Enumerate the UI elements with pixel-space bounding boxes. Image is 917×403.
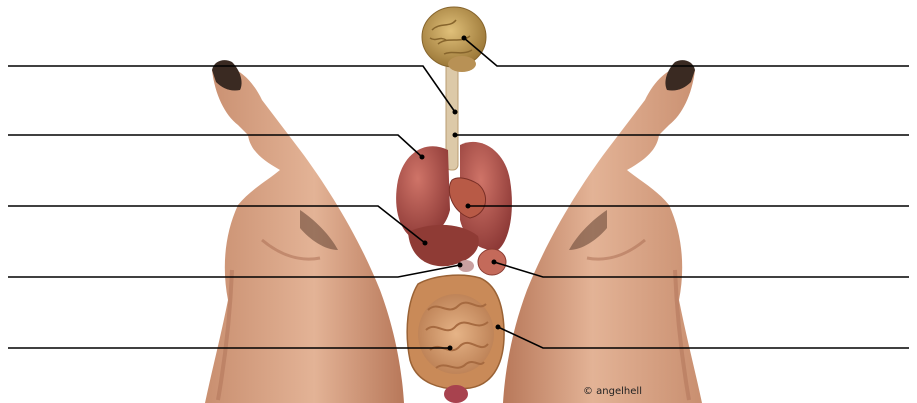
left-torso xyxy=(205,67,404,403)
dot-heart xyxy=(466,204,471,209)
dot-stomach xyxy=(492,260,497,265)
label-line-left-3 xyxy=(8,206,425,243)
dot-small-intestine xyxy=(448,346,453,351)
right-body-half xyxy=(503,60,702,403)
dot-gallbladder xyxy=(458,263,463,268)
label-line-left-2 xyxy=(8,135,422,157)
left-lung xyxy=(396,146,450,238)
dot-spinal xyxy=(453,110,458,115)
dot-brain xyxy=(462,36,467,41)
dot-trachea xyxy=(453,133,458,138)
image-credit: © angelhell xyxy=(583,386,642,397)
right-torso xyxy=(503,67,702,403)
dot-lung xyxy=(420,155,425,160)
bladder xyxy=(444,385,468,403)
dot-large-intestine xyxy=(496,325,501,330)
cerebellum xyxy=(448,56,476,72)
dot-liver xyxy=(423,241,428,246)
liver xyxy=(408,225,479,266)
left-body-half xyxy=(205,60,404,403)
